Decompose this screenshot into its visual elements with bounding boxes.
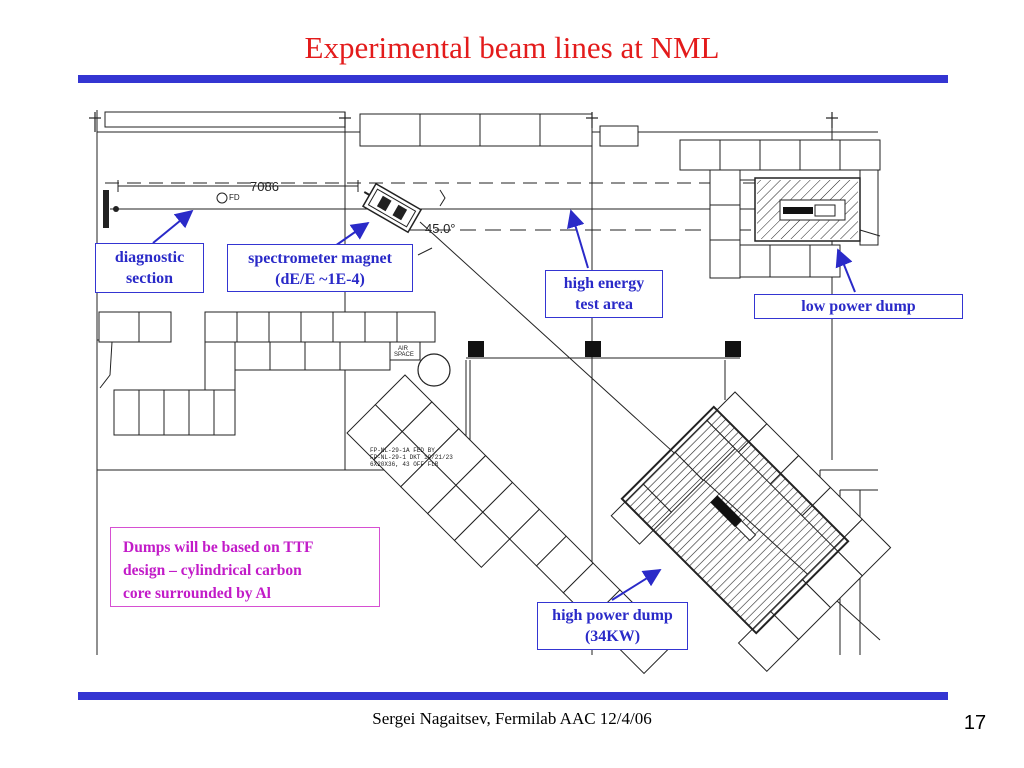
high-power-dump-label: high power dump (34KW) <box>537 602 688 650</box>
low-power-dump-text: low power dump <box>801 298 916 315</box>
ref-note-3: 6X20X36, 43 OFF FLR <box>370 461 439 468</box>
ref-note-2: FP-NL-29-1 DKT 19/21/23 <box>370 454 453 461</box>
callout-arrows <box>152 209 856 601</box>
dump-design-note: Dumps will be based on TTF design – cyli… <box>110 527 380 607</box>
low-power-dump-core <box>754 177 861 242</box>
high-energy-test-area-label: high energy test area <box>545 270 663 318</box>
diagnostic-line-1: diagnostic <box>114 249 185 266</box>
fd-label: FD <box>229 193 240 202</box>
bottom-divider <box>78 692 948 700</box>
beam-line <box>105 182 880 231</box>
note-line-1: Dumps will be based on TTF <box>123 539 314 556</box>
survey-markers <box>89 112 838 132</box>
spectrometer-line-2: (dE/E ~1E-4) <box>275 271 365 288</box>
air-space-circle <box>417 353 451 387</box>
note-line-2: design – cylindrical carbon <box>123 562 302 579</box>
diagnostic-section-label: diagnostic section <box>95 243 204 293</box>
low-power-dump-shield <box>709 169 879 279</box>
dimension-label: 7086 <box>250 179 279 194</box>
angle-label: 45.0° <box>425 221 456 236</box>
high-power-dump-core <box>620 405 850 635</box>
page-number: 17 <box>963 712 987 734</box>
diagnostic-line-2: section <box>125 270 174 287</box>
diagonal-shield <box>346 374 675 675</box>
spectrometer-line-1: spectrometer magnet <box>248 250 392 267</box>
note-line-3: core surrounded by Al <box>123 585 271 602</box>
high-power-line-1: high power dump <box>552 607 673 624</box>
air-space-label-2: SPACE <box>394 352 414 358</box>
top-divider <box>78 75 948 83</box>
high-energy-line-1: high energy <box>563 275 645 292</box>
dimension-7086 <box>117 180 359 192</box>
spectrometer-magnet <box>361 182 423 234</box>
left-shield-blocks <box>98 311 436 436</box>
slide-title: Experimental beam lines at NML <box>304 30 720 65</box>
low-power-dump-label: low power dump <box>754 294 963 319</box>
slide-footer: Sergei Nagaitsev, Fermilab AAC 12/4/06 <box>372 709 652 728</box>
spectrometer-magnet-label: spectrometer magnet (dE/E ~1E-4) <box>227 244 413 292</box>
air-space-label-1: AIR <box>398 346 409 352</box>
ref-note-1: FP-NL-29-1A FED BY <box>370 447 435 454</box>
diagnostic-endplate <box>103 190 228 228</box>
high-energy-line-2: test area <box>575 296 633 313</box>
high-power-line-2: (34KW) <box>584 628 641 645</box>
top-shield-blocks <box>104 111 881 171</box>
